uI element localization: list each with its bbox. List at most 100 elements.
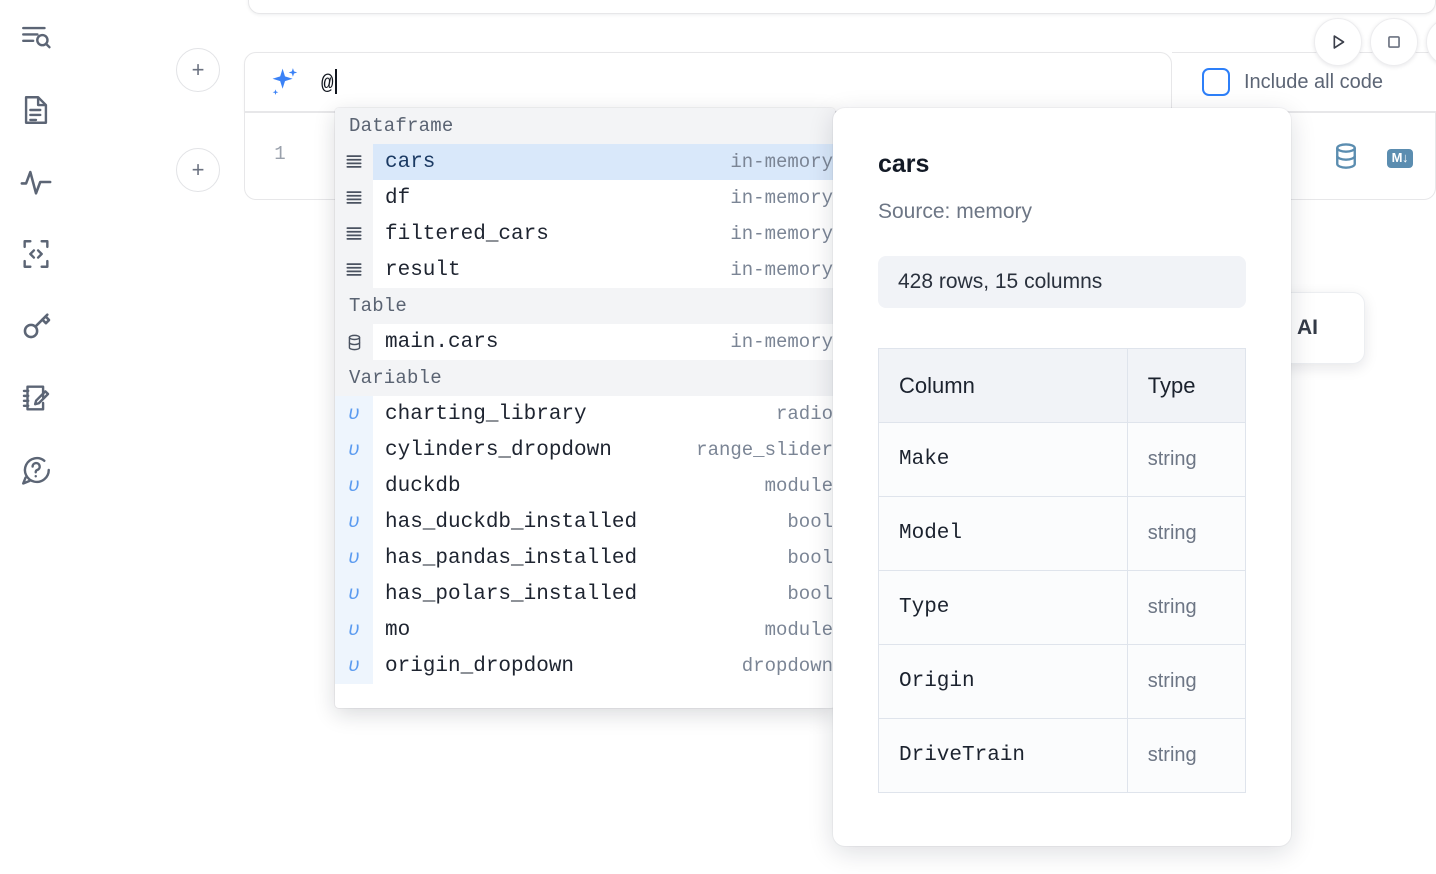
line-number: 1 [274, 143, 286, 165]
dataframe-rows-icon [335, 216, 373, 252]
autocomplete-item[interactable]: cars in-memory [335, 144, 835, 180]
run-button[interactable] [1314, 18, 1362, 66]
ai-prompt-value: @ [321, 72, 334, 96]
autocomplete-item-name: mo [385, 618, 411, 642]
autocomplete-item-name: cars [385, 150, 436, 174]
autocomplete-item-name: result [385, 258, 461, 282]
autocomplete-item-type: in-memory [730, 331, 833, 353]
sidebar-item-document[interactable] [12, 86, 60, 134]
details-type-header: Type [1126, 348, 1247, 423]
autocomplete-item-body: mo module [373, 612, 835, 648]
key-icon [19, 309, 53, 343]
autocomplete-item-type: in-memory [730, 223, 833, 245]
cell-actions: M↓ [1331, 141, 1413, 176]
details-column-name: Origin [878, 644, 1128, 719]
sidebar-item-secrets[interactable] [12, 302, 60, 350]
details-shape: 428 rows, 15 columns [878, 256, 1246, 308]
autocomplete-item-body: origin_dropdown dropdown [373, 648, 835, 684]
database-icon [335, 324, 373, 360]
ai-prompt-bar[interactable]: @ [244, 52, 1172, 112]
variable-icon: υ [335, 468, 373, 504]
autocomplete-item-name: charting_library [385, 402, 587, 426]
search-list-icon [19, 21, 53, 55]
autocomplete-group-header: Table [335, 288, 835, 324]
activity-icon [19, 165, 53, 199]
variable-icon: υ [335, 576, 373, 612]
variable-icon: υ [335, 612, 373, 648]
details-column-type: string [1126, 644, 1247, 719]
top-card [248, 0, 1436, 14]
autocomplete-item-type: module [764, 475, 833, 497]
dataframe-rows-icon [335, 252, 373, 288]
autocomplete-item-type: in-memory [730, 187, 833, 209]
add-cell-button-top[interactable]: + [176, 48, 220, 92]
sidebar-rail [0, 0, 72, 874]
autocomplete-item-type: in-memory [730, 151, 833, 173]
include-all-code-checkbox[interactable] [1202, 68, 1230, 96]
autocomplete-item-name: has_duckdb_installed [385, 510, 638, 534]
autocomplete-item-type: radio [775, 403, 833, 425]
autocomplete-item-type: in-memory [730, 259, 833, 281]
autocomplete-item-name: has_pandas_installed [385, 546, 638, 570]
notebook-edit-icon [19, 381, 53, 415]
sidebar-item-code-snippet[interactable] [12, 230, 60, 278]
autocomplete-item-body: has_duckdb_installed bool [373, 504, 835, 540]
autocomplete-item-type: module [764, 619, 833, 641]
details-column-name: Type [878, 570, 1128, 645]
autocomplete-item-name: origin_dropdown [385, 654, 575, 678]
autocomplete-item-name: has_polars_installed [385, 582, 638, 606]
autocomplete-item[interactable]: main.cars in-memory [335, 324, 835, 360]
autocomplete-item[interactable]: υ charting_library radio [335, 396, 835, 432]
help-chat-icon [19, 453, 53, 487]
details-column-name: DriveTrain [878, 718, 1128, 793]
sidebar-item-help[interactable] [12, 446, 60, 494]
sidebar-item-search-list[interactable] [12, 14, 60, 62]
autocomplete-item-body: charting_library radio [373, 396, 835, 432]
autocomplete-item[interactable]: result in-memory [335, 252, 835, 288]
autocomplete-item[interactable]: υ has_duckdb_installed bool [335, 504, 835, 540]
sparkles-icon [267, 65, 307, 99]
variable-icon: υ [335, 432, 373, 468]
autocomplete-item-body: cars in-memory [373, 144, 835, 180]
variable-icon: υ [335, 504, 373, 540]
stop-button[interactable] [1370, 18, 1418, 66]
variable-icon: υ [335, 396, 373, 432]
dataframe-rows-icon [335, 144, 373, 180]
database-icon[interactable] [1331, 141, 1361, 176]
markdown-icon[interactable]: M↓ [1386, 149, 1413, 168]
include-all-code-label: Include all code [1244, 70, 1383, 93]
autocomplete-item-name: main.cars [385, 330, 499, 354]
autocomplete-group-header: Dataframe [335, 108, 835, 144]
autocomplete-item-body: main.cars in-memory [373, 324, 835, 360]
autocomplete-item-type: bool [787, 511, 833, 533]
variable-icon: υ [335, 540, 373, 576]
add-cell-button-bottom[interactable]: + [176, 148, 220, 192]
sidebar-item-scratchpad[interactable] [12, 374, 60, 422]
details-column-type: string [1126, 570, 1247, 645]
details-column-type: string [1126, 422, 1247, 497]
ai-prompt-input[interactable]: @ [307, 68, 337, 96]
autocomplete-item-body: result in-memory [373, 252, 835, 288]
sidebar-item-activity[interactable] [12, 158, 60, 206]
autocomplete-item-type: dropdown [741, 655, 833, 677]
